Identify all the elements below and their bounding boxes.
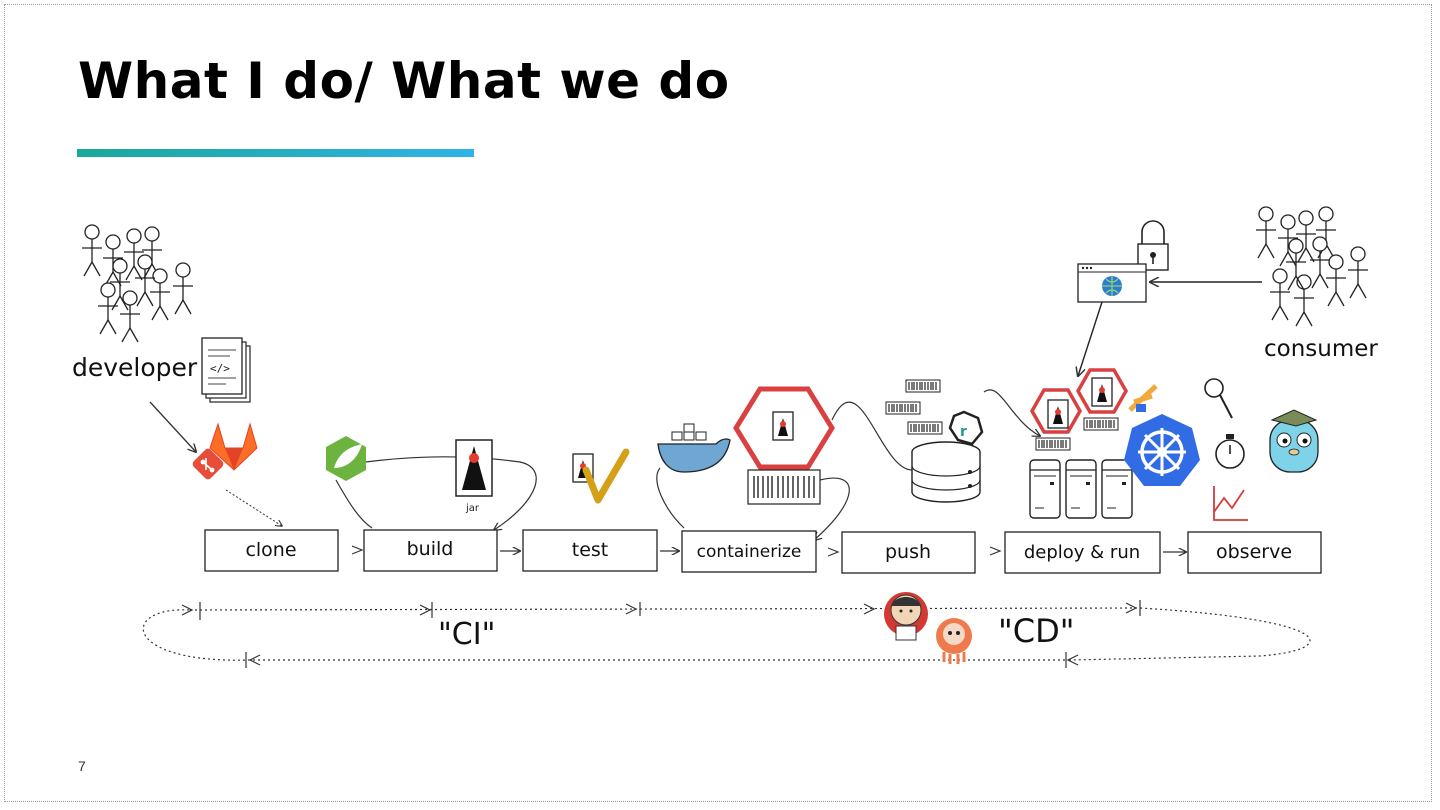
metrics-chart-icon — [1213, 486, 1248, 521]
java-duke-icon — [455, 439, 493, 497]
ci-cd-loop — [142, 607, 1311, 661]
stopwatch-icon — [1215, 434, 1245, 469]
jenkins-icon — [884, 592, 928, 641]
consumer-crowd-icon — [1255, 206, 1369, 327]
registry-database-icon: r — [885, 379, 984, 503]
developer-crowd-icon — [81, 224, 194, 343]
stage-label: build — [407, 538, 454, 560]
stage-label: test — [572, 539, 609, 561]
developer-label: developer — [72, 353, 198, 382]
stage-label: containerize — [697, 542, 802, 562]
stage-test: test — [522, 529, 658, 572]
stage-label: push — [885, 541, 931, 563]
container-hexagon-icon — [733, 386, 835, 505]
git-icon — [192, 448, 224, 480]
stage-observe: observe — [1187, 531, 1322, 574]
jar-label: jar — [465, 503, 480, 514]
ci-label: "CI" — [438, 617, 495, 652]
page-number: 7 — [78, 758, 86, 774]
loop-markers — [181, 600, 1141, 668]
stage-build: build — [363, 529, 498, 572]
lock-icon — [1137, 220, 1169, 271]
kubernetes-icon — [1124, 384, 1200, 486]
stage-connectors — [351, 545, 1186, 557]
checkmark-icon — [572, 448, 630, 504]
stage-label: deploy & run — [1024, 542, 1140, 563]
svg-text:r: r — [960, 424, 967, 440]
stage-containerize: containerize — [681, 530, 817, 573]
pod-hexagon-icon — [1029, 368, 1129, 451]
gitlab-icon — [209, 422, 258, 471]
docker-whale-icon — [657, 423, 731, 473]
slide-title: What I do/ What we do — [78, 52, 730, 110]
title-accent-bar — [77, 149, 474, 157]
slide-frame — [4, 4, 1432, 802]
consumer-label: consumer — [1264, 336, 1378, 362]
gopher-icon — [1269, 409, 1319, 473]
code-document-icon: </> — [201, 337, 251, 403]
browser-globe-icon — [1077, 263, 1147, 303]
stage-push: push — [841, 531, 976, 574]
stage-deploy-run: deploy & run — [1004, 531, 1161, 574]
stage-label: clone — [245, 539, 296, 561]
server-icon — [1029, 459, 1133, 519]
stage-clone: clone — [204, 529, 339, 572]
svg-text:</>: </> — [210, 362, 230, 375]
stage-label: observe — [1216, 541, 1292, 563]
magnifier-icon — [1204, 378, 1233, 419]
argo-icon — [936, 618, 972, 664]
cd-label: "CD" — [998, 612, 1074, 650]
spring-icon — [326, 436, 366, 481]
